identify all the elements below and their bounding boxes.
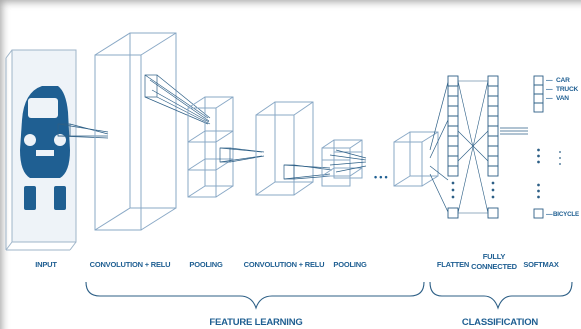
pooling-2-label: POOLING	[333, 260, 367, 269]
class-prefix: —	[546, 86, 553, 93]
class-label-truck: TRUCK	[556, 86, 579, 93]
softmax-label: SOFTMAX	[523, 260, 558, 269]
flatten-layer	[447, 75, 459, 219]
conv-relu-1-label: CONVOLUTION + RELU	[90, 260, 171, 269]
dense-connections	[457, 80, 489, 214]
car-icon	[20, 86, 70, 210]
conv1-projection	[144, 74, 211, 125]
class-labels: — CAR — TRUCK — VAN — BICYCLE	[546, 77, 580, 218]
feature-learning-label: FEATURE LEARNING	[209, 317, 302, 328]
ellipsis-label: • • •	[374, 172, 388, 182]
conv1-volume	[94, 32, 177, 231]
flatten-connection	[429, 81, 449, 213]
fully-connected-layer	[487, 75, 499, 219]
fc-to-softmax	[500, 127, 528, 135]
class-prefix: —	[546, 77, 553, 84]
class-label-bicycle: BICYCLE	[553, 211, 580, 218]
classification-label: CLASSIFICATION	[462, 317, 539, 328]
conv2-projection	[283, 164, 333, 180]
class-prefix: —	[546, 95, 553, 102]
softmax-layer	[533, 75, 544, 219]
layer-labels: INPUT CONVOLUTION + RELU POOLING CONVOLU…	[35, 252, 559, 271]
classification-brace	[429, 281, 573, 310]
final-feature-map	[393, 131, 439, 187]
pool1-volume	[187, 96, 234, 198]
fully-connected-label-2: CONNECTED	[471, 262, 517, 271]
input-label: INPUT	[35, 260, 57, 269]
class-ellipsis	[559, 151, 561, 165]
class-label-van: VAN	[556, 95, 569, 102]
class-label-car: CAR	[556, 77, 570, 84]
pool2-projection	[329, 149, 367, 173]
input-receptive-field	[57, 123, 109, 139]
feature-learning-brace	[85, 281, 425, 310]
conv-relu-2-label: CONVOLUTION + RELU	[244, 260, 325, 269]
pooling-1-label: POOLING	[189, 260, 223, 269]
pool1-projection	[219, 147, 265, 163]
class-prefix: —	[546, 211, 553, 218]
conv2-volume	[255, 101, 314, 196]
flatten-label: FLATTEN	[437, 260, 469, 269]
fully-connected-label-1: FULLY	[483, 252, 506, 261]
